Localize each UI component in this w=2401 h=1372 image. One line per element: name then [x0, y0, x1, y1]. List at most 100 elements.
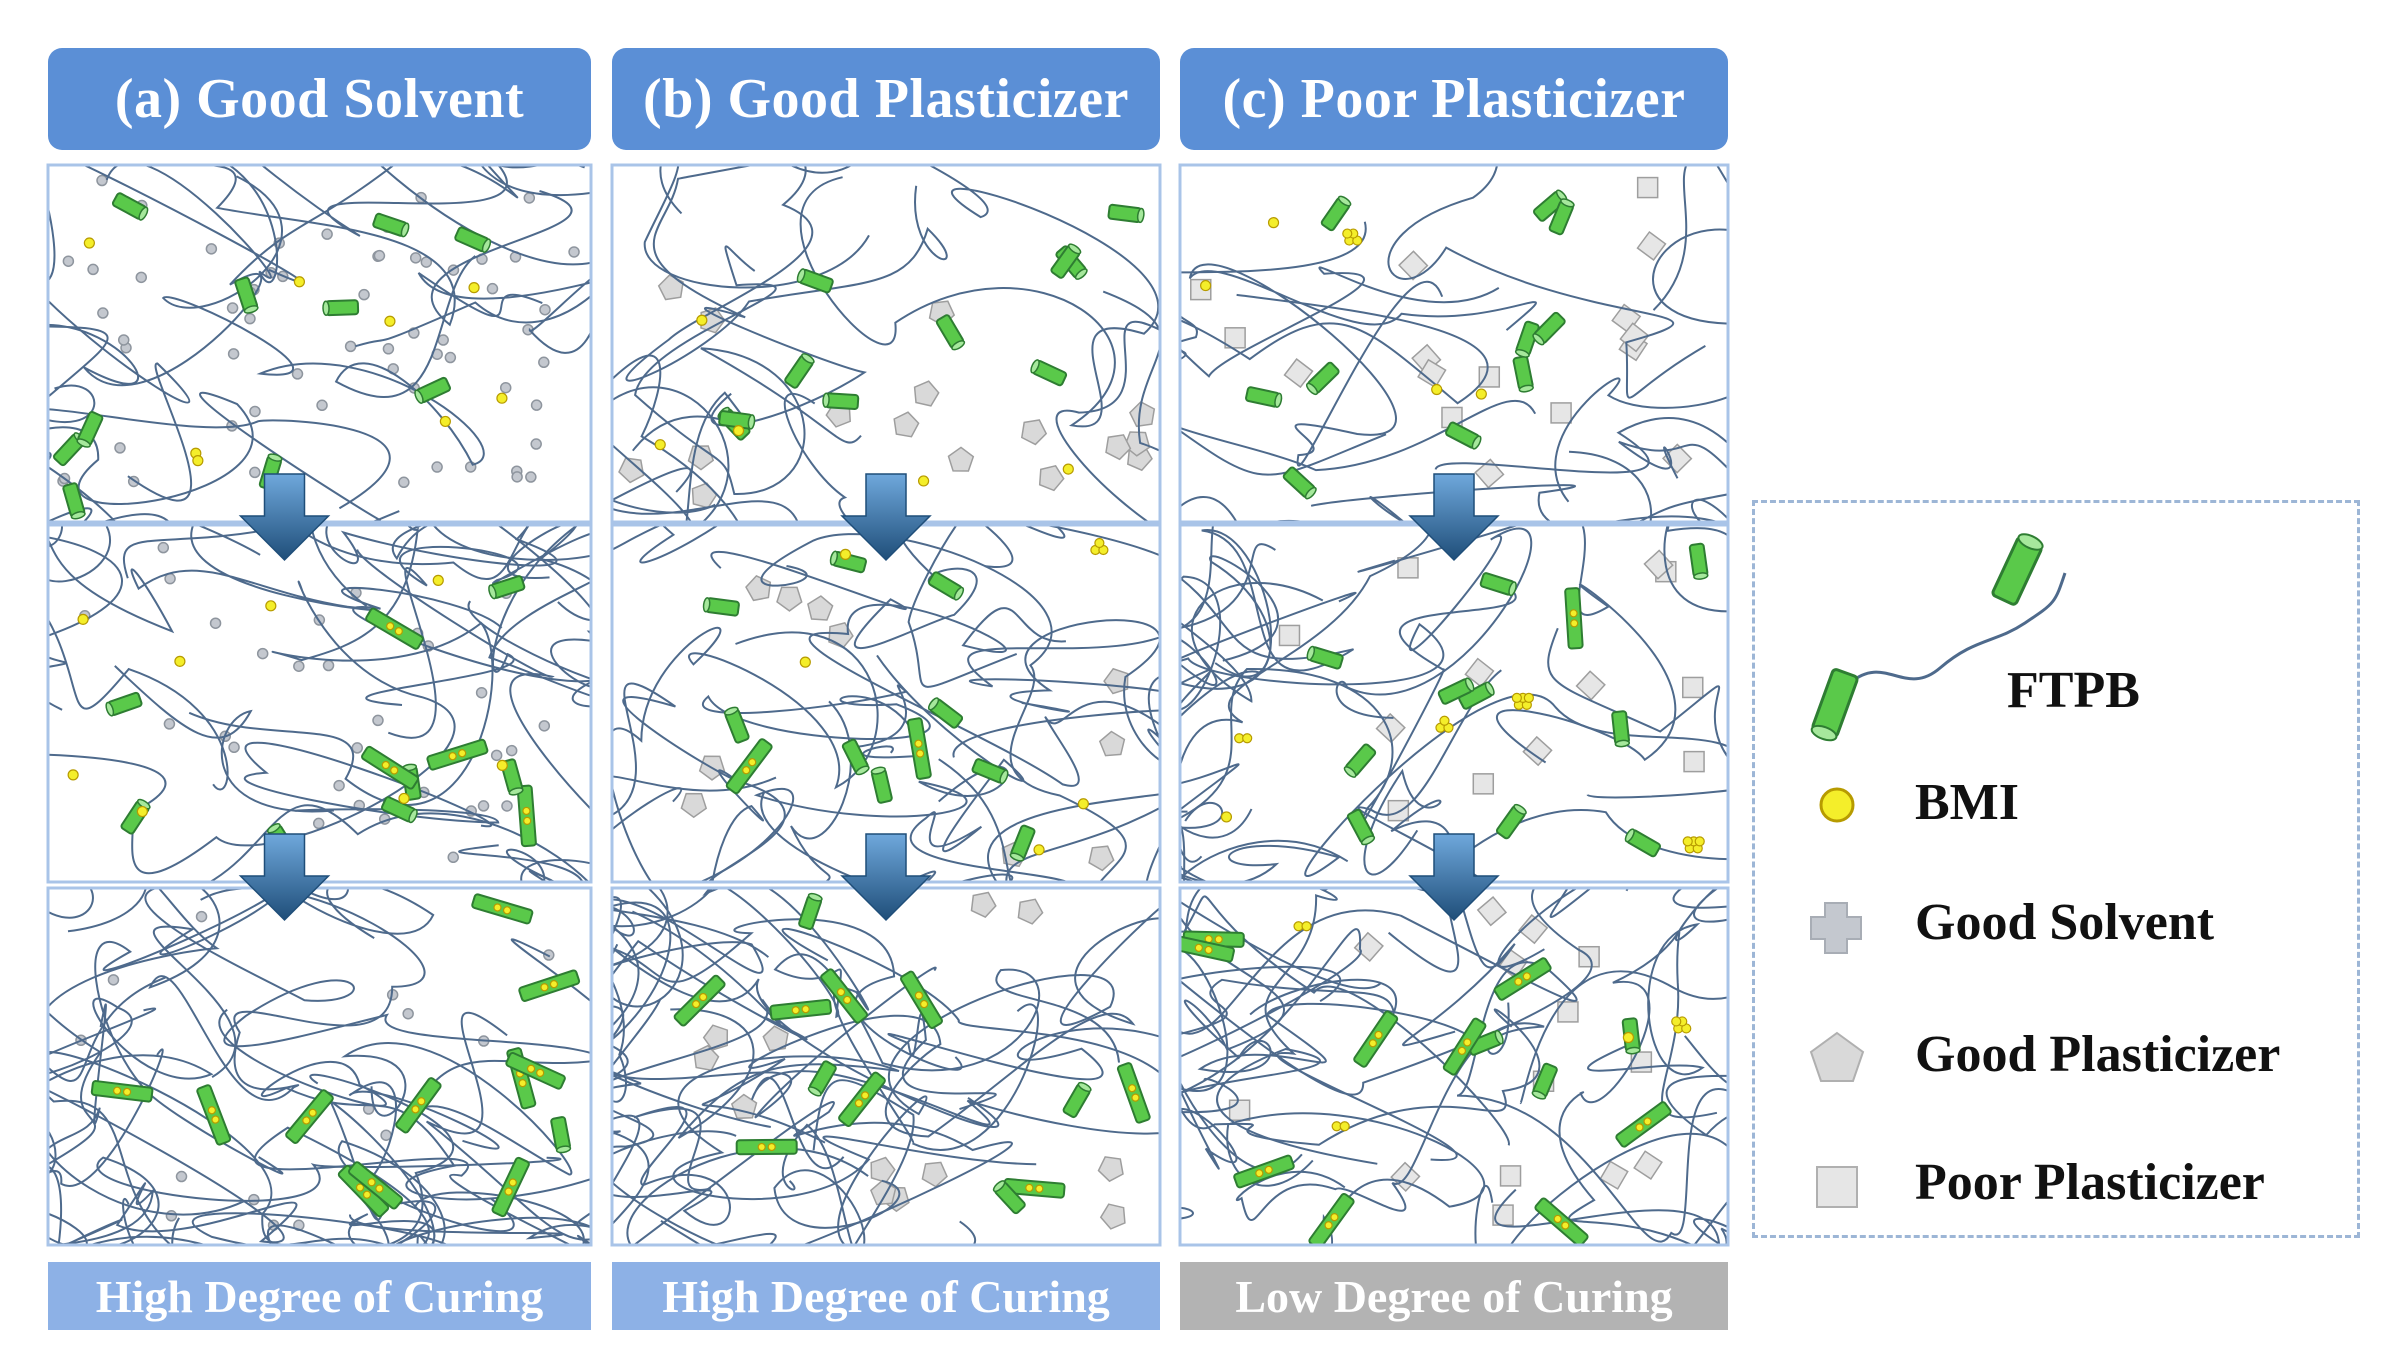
polymer-chain	[144, 888, 591, 1055]
good-solvent-particle	[249, 405, 261, 418]
poor-plasticizer-particle	[1636, 176, 1659, 199]
ftpb-segment	[361, 745, 419, 790]
good-solvent-particle	[477, 800, 490, 812]
polymer-chain	[48, 1007, 298, 1245]
ftpb-segment	[1611, 710, 1631, 748]
column-header-c: (c) Poor Plasticizer	[1180, 48, 1728, 150]
ftpb-segment	[735, 1138, 798, 1156]
bmi-particle	[1622, 1031, 1635, 1044]
legend-label-good-plasticizer: Good Plasticizer	[1915, 1026, 2281, 1083]
polymer-chain	[48, 888, 388, 1245]
bmi-particle	[77, 613, 89, 625]
bmi-particle	[799, 656, 811, 668]
polymer-chain	[1509, 1035, 1728, 1245]
good-solvent-particle	[62, 255, 75, 267]
ftpb-segment	[1062, 1081, 1092, 1119]
ftpb-segment	[1479, 572, 1517, 597]
polymer-chain	[702, 684, 931, 759]
legend-label-bmi: BMI	[1915, 774, 2019, 831]
poor-plasticizer-particle	[1633, 1150, 1663, 1181]
ftpb-segment	[1306, 645, 1344, 670]
poor-plasticizer-particle	[1683, 750, 1705, 773]
poor-plasticizer-particle	[1522, 735, 1553, 767]
ftpb-segment	[1233, 1154, 1295, 1189]
poor-plasticizer-particle	[1224, 327, 1246, 349]
bmi-particle	[1342, 228, 1353, 239]
polymer-chain	[1180, 266, 1500, 405]
poor-plasticizer-particle	[1517, 913, 1549, 945]
bmi-particle	[1094, 537, 1105, 549]
poor-plasticizer-particle	[1387, 799, 1410, 822]
ftpb-segment	[906, 717, 932, 780]
bmi-dot-icon	[1819, 787, 1855, 823]
polymer-chain	[387, 532, 591, 739]
polymer-chain	[114, 665, 500, 828]
polymer-chain	[356, 549, 591, 882]
polymer-chain	[48, 1003, 123, 1245]
ftpb-segment	[702, 597, 740, 617]
ftpb-segment	[1353, 1010, 1399, 1068]
polymer-chain	[417, 272, 591, 354]
good-plasticizer-particle	[1099, 1203, 1126, 1230]
good-solvent-particle	[402, 1007, 414, 1020]
good-plasticizer-particle	[921, 1161, 948, 1188]
good-solvent-particle	[351, 742, 364, 754]
ftpb-segment	[1116, 1062, 1151, 1124]
polymer-chain	[1180, 589, 1517, 882]
polymer-chain	[349, 1011, 591, 1245]
ftpb-segment	[718, 410, 756, 430]
good-plasticizer-particle	[1088, 845, 1115, 872]
ftpb-segment	[935, 314, 966, 351]
bmi-particle	[1220, 811, 1233, 823]
polymer-chain	[1180, 909, 1728, 1243]
ftpb-segment	[725, 738, 773, 795]
poor-plasticizer-particle	[1417, 358, 1447, 389]
poor-plasticizer-particle	[1476, 896, 1508, 927]
bmi-particle	[1682, 836, 1693, 847]
ftpb-segment	[111, 192, 149, 221]
ftpb-segment	[1615, 1101, 1672, 1148]
good-plasticizer-particle	[702, 1024, 729, 1051]
good-solvent-particle	[447, 851, 459, 864]
good-solvent-particle	[437, 334, 449, 346]
bmi-particle	[468, 282, 480, 294]
bmi-particle	[174, 655, 186, 667]
stage-arrow-icon	[840, 833, 932, 922]
ftpb-segment	[1030, 359, 1068, 387]
ftpb-segment	[796, 268, 834, 294]
bmi-particle	[1077, 798, 1089, 810]
good-plasticizer-particle	[691, 482, 718, 509]
ftpb-segment	[414, 376, 451, 404]
good-solvent-particle	[291, 368, 304, 380]
panel-a-stage-3	[46, 886, 593, 1247]
ftpb-segment	[105, 691, 143, 717]
good-solvent-particle	[505, 744, 518, 757]
polymer-chain	[1547, 525, 1728, 759]
ftpb-segment	[1346, 808, 1376, 846]
bmi-particle	[1694, 836, 1705, 847]
ftpb-segment	[927, 571, 965, 601]
good-solvent-particle	[163, 718, 176, 730]
ftpb-segment	[992, 1180, 1026, 1215]
polymer-chain	[1180, 928, 1378, 1165]
ftpb-segment	[838, 1071, 886, 1127]
polymer-chain	[48, 165, 396, 424]
good-plasticizer-particle	[807, 595, 834, 621]
polymer-chain	[341, 938, 591, 1176]
good-plasticizer-particle	[1017, 898, 1044, 925]
poor-plasticizer-particle	[1636, 230, 1667, 262]
good-solvent-particle	[227, 348, 240, 360]
ftpb-segment	[1245, 386, 1283, 408]
ftpb-segment	[471, 893, 534, 925]
ftpb-segment	[365, 607, 424, 650]
polymer-chain	[48, 165, 303, 502]
legend-label-poor-plasticizer: Poor Plasticizer	[1915, 1154, 2265, 1211]
ftpb-segment	[234, 276, 259, 314]
stage-arrow-icon	[238, 833, 331, 922]
bmi-particle	[293, 276, 306, 288]
good-solvent-particle	[226, 302, 239, 314]
good-solvent-particle	[420, 256, 433, 268]
polymer-chain	[218, 1008, 591, 1227]
ftpb-segment	[1532, 311, 1566, 346]
good-solvent-particle	[372, 714, 384, 727]
